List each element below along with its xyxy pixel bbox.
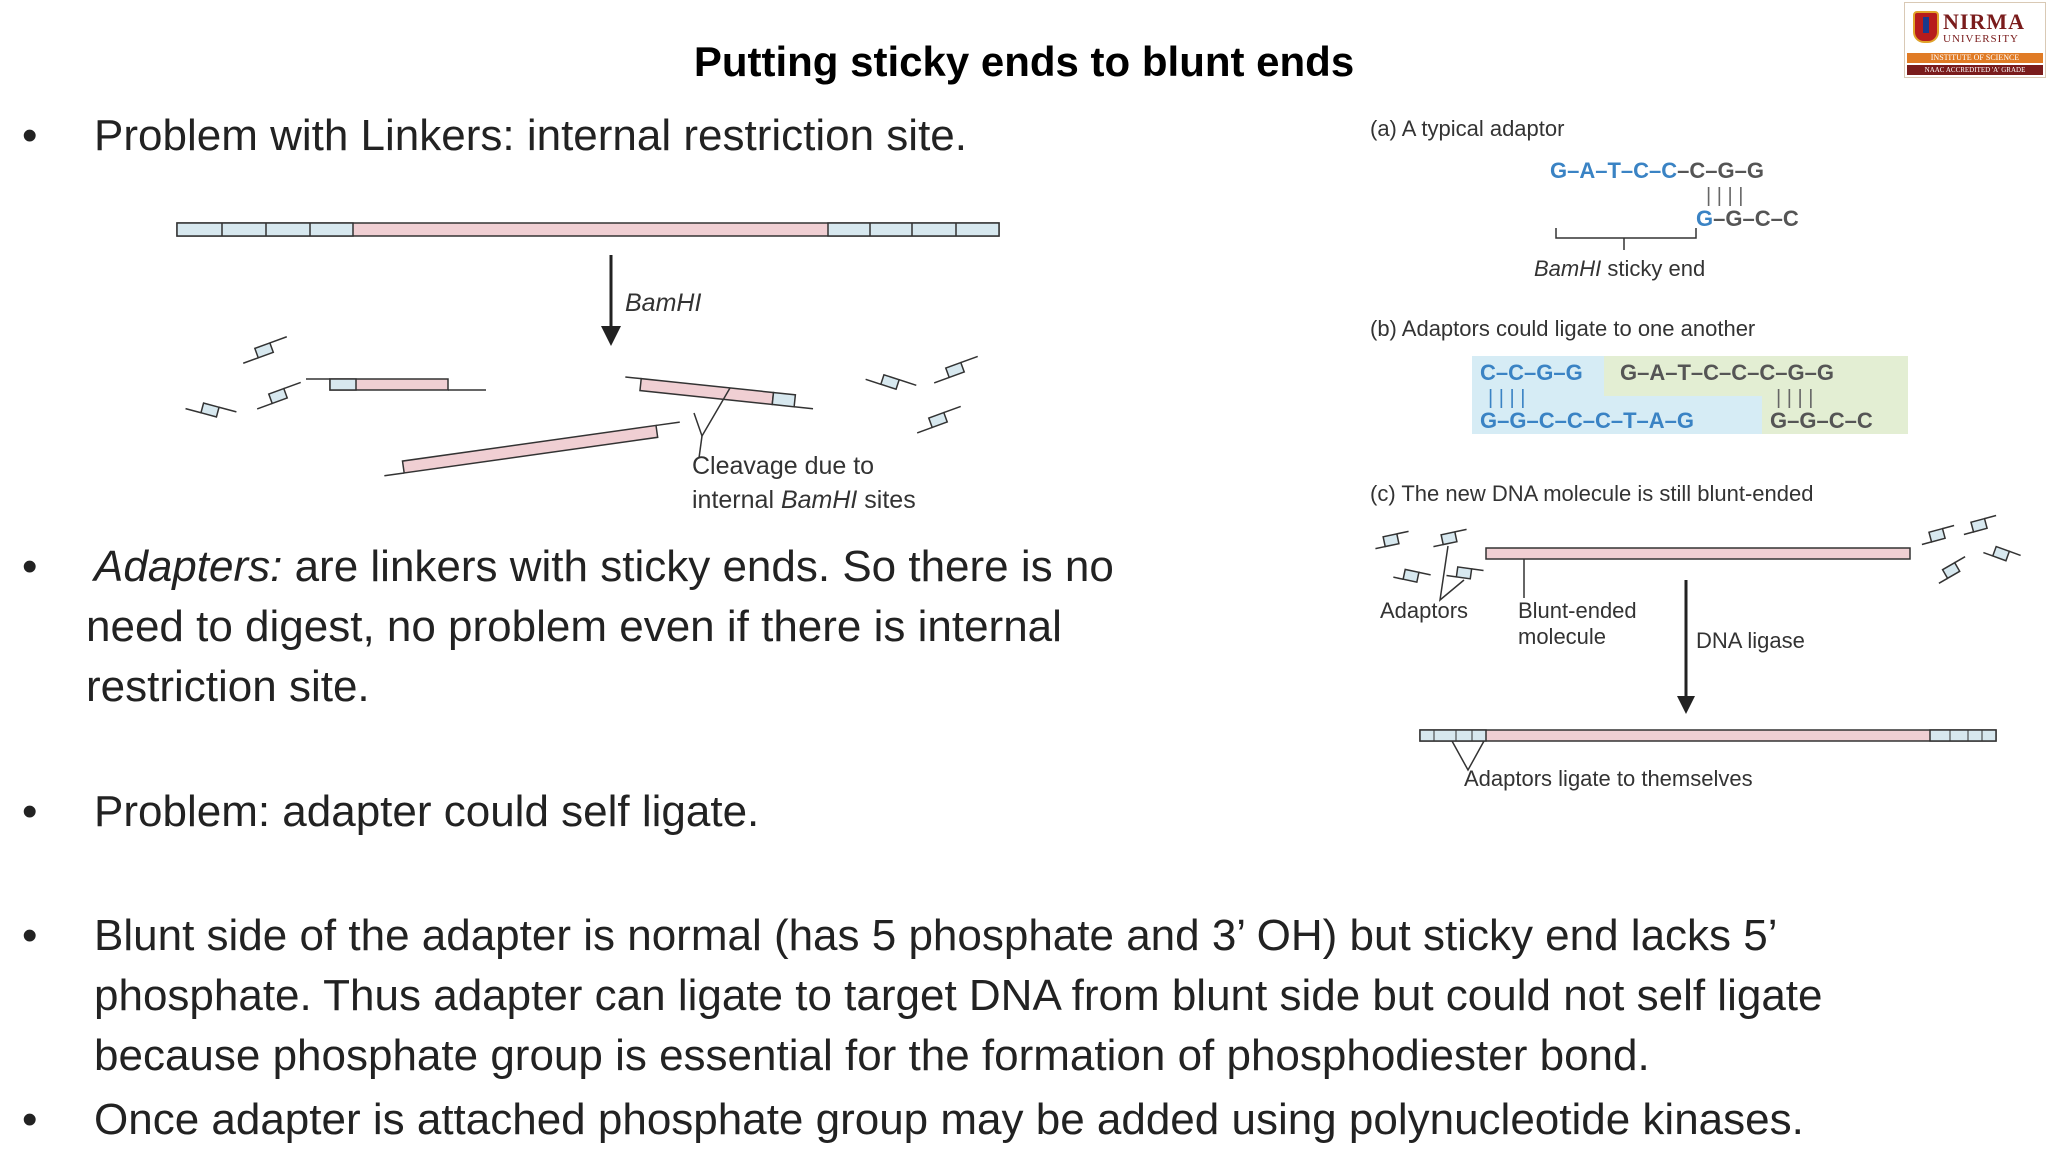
bullet-text: Problem with Linkers: internal restricti… [94, 111, 967, 160]
blunt-line-2: phosphate. Thus adapter can ligate to ta… [94, 971, 1823, 1020]
adaptor-figure: (a) A typical adaptor G–A–T–C–C–C–G–G | … [1370, 116, 2021, 791]
linker-left [176, 222, 354, 237]
adaptor-a-top: G–A–T–C–C–C–G–G [1550, 158, 1764, 183]
slide-title: Putting sticky ends to blunt ends [693, 38, 1355, 85]
shield-icon [1913, 11, 1939, 43]
logo-band-top: INSTITUTE OF SCIENCE [1907, 53, 2043, 63]
arrow-head [601, 326, 621, 346]
adaptors-pointer [1438, 545, 1465, 602]
blunt-line-3: because phosphate group is essential for… [94, 1031, 1650, 1080]
free-adaptors-left [1375, 528, 1484, 584]
logo-name: NIRMA [1943, 9, 2025, 34]
bullet-text: Once adapter is attached phosphate group… [94, 1095, 1804, 1144]
blunt-label-line2: molecule [1518, 624, 1606, 649]
adaptor-b-right-bottom: G–G–C–C [1770, 408, 1873, 433]
bullet-marker: • [22, 542, 38, 591]
ligase-arrow-head [1677, 696, 1695, 714]
adaptor-b-right-top: G–A–T–C–C–C–G–G [1620, 360, 1834, 385]
adaptor-b-label: (b) Adaptors could ligate to one another [1370, 316, 1755, 341]
ligase-label: DNA ligase [1696, 628, 1805, 653]
adaptor-b-right-bars: | | | | [1776, 387, 1813, 409]
adapters-line-3: restriction site. [86, 662, 370, 711]
self-ligate-pointer [1451, 740, 1485, 772]
sticky-end-label: BamHI sticky end [1534, 256, 1705, 281]
blunt-line-1: Blunt side of the adapter is normal (has… [94, 911, 1778, 960]
adapters-line-1: Adapters: are linkers with sticky ends. … [94, 542, 1114, 591]
enzyme-label: BamHI [625, 289, 701, 317]
dna-fragment-middle [384, 421, 680, 477]
bullet-linkers-problem: • Problem with Linkers: internal restric… [22, 106, 1322, 166]
adaptor-b-left-bars: | | | | [1488, 387, 1525, 409]
bullet-marker: • [22, 111, 38, 160]
bullet-marker: • [22, 1095, 38, 1144]
adaptor-a-label: (a) A typical adaptor [1370, 116, 1564, 141]
linker-cleavage-figure: BamHI Cleavage due to internal BamHI sit… [176, 222, 1000, 514]
bullet-kinases: • Once adapter is attached phosphate gro… [22, 1090, 2022, 1150]
cleavage-label-line1: Cleavage due to [692, 452, 874, 480]
bullet-text: Problem: adapter could self ligate. [94, 787, 760, 836]
adaptors-label: Adaptors [1380, 598, 1468, 623]
linker-right [827, 222, 1000, 237]
logo-subtitle: UNIVERSITY [1943, 33, 2019, 45]
product-molecule [1419, 729, 1997, 742]
bullet-adapters: • Adapters: are linkers with sticky ends… [22, 537, 1322, 727]
adaptor-b-left-bg [1472, 356, 1604, 434]
blunt-ended-molecule [1485, 547, 1911, 560]
blunt-label-line1: Blunt-ended [1518, 598, 1637, 623]
adapters-line-2: need to digest, no problem even if there… [86, 602, 1062, 651]
adaptor-a-bars: | | | | [1706, 185, 1743, 207]
logo-band-bottom: NAAC ACCREDITED 'A' GRADE [1907, 65, 2043, 75]
bullet-marker: • [22, 911, 38, 960]
free-linkers-right [865, 355, 978, 434]
cleavage-label-line2: internal BamHI sites [692, 486, 916, 514]
adaptor-b-right-bg [1604, 356, 1908, 434]
adaptor-c-label: (c) The new DNA molecule is still blunt-… [1370, 481, 1813, 506]
self-ligate-label: Adaptors ligate to themselves [1464, 766, 1753, 791]
free-linkers-left [185, 336, 301, 418]
bullet-marker: • [22, 787, 38, 836]
adaptor-a-bottom: G–G–C–C [1696, 206, 1799, 231]
adaptor-b-left-top: C–C–G–G [1480, 360, 1583, 385]
free-adaptors-right [1921, 514, 2021, 584]
adaptor-b-left-bottom: G–G–C–C–C–T–A–G [1480, 408, 1694, 433]
bullet-blunt-side: • Blunt side of the adapter is normal (h… [22, 906, 2022, 1091]
nirma-logo: NIRMA UNIVERSITY INSTITUTE OF SCIENCE NA… [1904, 2, 2046, 78]
bullet-self-ligate: • Problem: adapter could self ligate. [22, 782, 1322, 842]
dna-fragment-small [306, 378, 486, 391]
sticky-end-bracket [1555, 228, 1697, 239]
dna-fragment-right [625, 376, 814, 410]
